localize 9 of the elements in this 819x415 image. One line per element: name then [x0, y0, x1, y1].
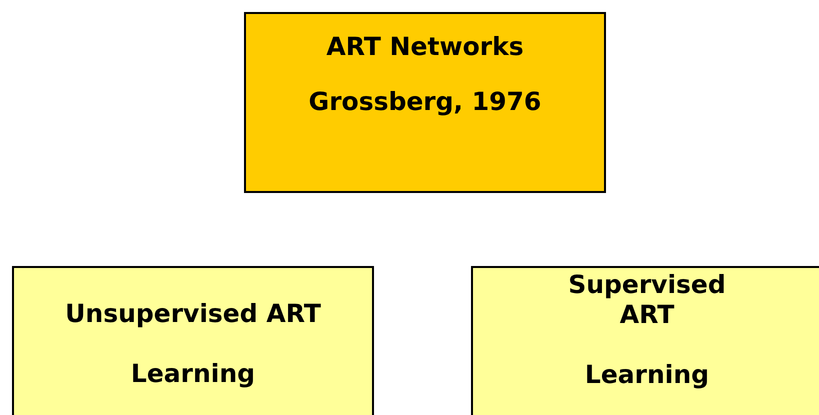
- text-box: [12, 266, 374, 415]
- box-title: Unsupervised ART: [65, 299, 321, 329]
- box-subtitle: Grossberg, 1976: [308, 87, 542, 117]
- box-title: ART Networks: [326, 32, 524, 62]
- box-title: Supervised ART: [567, 270, 727, 330]
- box-subtitle: Learning: [584, 360, 710, 390]
- box-subtitle: Learning: [130, 359, 256, 389]
- text-box: [471, 266, 819, 415]
- text-box: [244, 12, 606, 193]
